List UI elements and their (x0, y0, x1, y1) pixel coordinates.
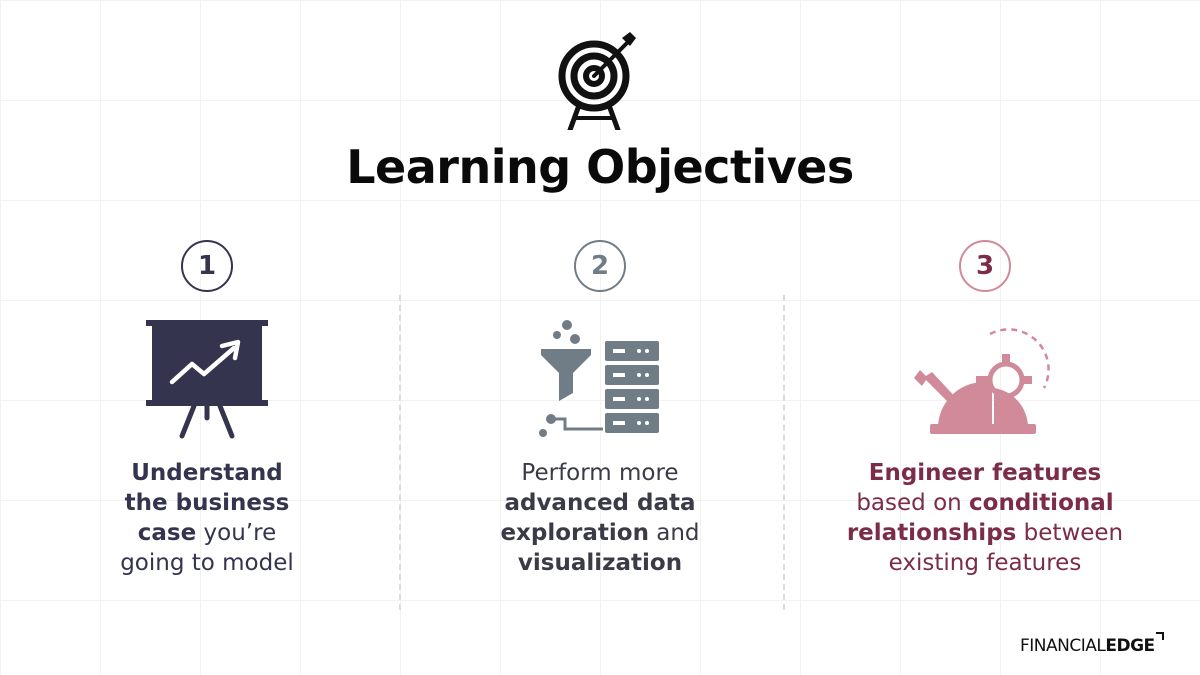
objective-number-1: 1 (181, 240, 233, 292)
objective-2-line-1: Perform more (521, 460, 679, 486)
logo-part-2: EDGE (1105, 636, 1155, 656)
target-arrow-icon (558, 32, 636, 130)
objective-2-line-2: advanced data (504, 490, 696, 516)
objective-1-line-3a: case (137, 520, 197, 546)
objective-number-2: 2 (574, 240, 626, 292)
objective-2: 2 Perform more advanced data exploration… (430, 240, 770, 576)
objective-2-line-3b: and (648, 520, 700, 546)
objective-3-line-4: existing features (888, 550, 1082, 576)
objective-1-line-4: going to model (120, 550, 294, 576)
objective-text-3: Engineer features based on conditional r… (815, 458, 1155, 578)
objective-number-3: 3 (959, 240, 1011, 292)
objective-3-line-3a: relationships (846, 520, 1017, 546)
objective-1: 1 Understand the business case you’re go… (37, 240, 377, 576)
objective-3-line-1: Engineer features (868, 460, 1102, 486)
objective-3-line-2b: conditional (969, 490, 1114, 516)
objective-text-1: Understand the business case you’re goin… (37, 458, 377, 578)
objective-3: 3 Engineer features based on conditional… (815, 240, 1155, 576)
column-divider-2 (783, 295, 785, 610)
column-divider-1 (399, 295, 401, 610)
objective-1-line-1: Understand (131, 460, 283, 486)
data-funnel-server-icon (539, 320, 659, 437)
objective-2-line-4: visualization (517, 550, 683, 576)
hardhat-gear-wrench-icon (914, 328, 1050, 434)
logo-part-1: FINANCIAL (1020, 636, 1106, 656)
objective-3-line-3b: between (1016, 520, 1124, 546)
objective-text-2: Perform more advanced data exploration a… (430, 458, 770, 578)
page-title: Learning Objectives (346, 140, 854, 194)
objective-2-line-3a: exploration (500, 520, 649, 546)
objective-1-line-3b: you’re (196, 520, 277, 546)
presentation-board-growth-chart-icon (146, 320, 268, 439)
objective-1-line-2: the business (124, 490, 290, 516)
logo-corner-mark (1155, 632, 1164, 640)
objective-3-line-2a: based on (856, 490, 970, 516)
